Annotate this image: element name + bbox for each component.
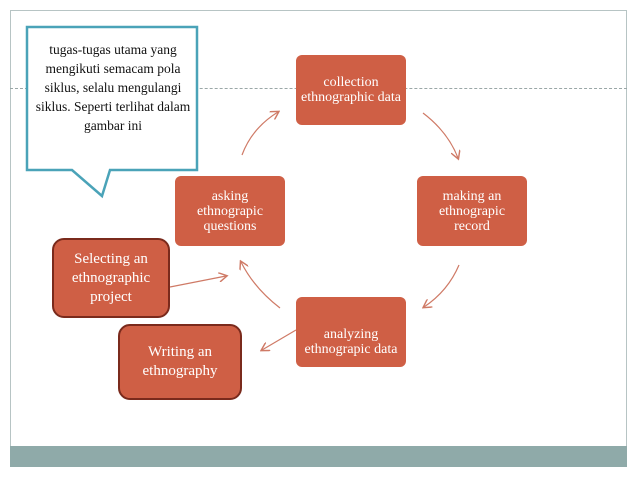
- arrow-analyzing-to-asking: [241, 262, 281, 309]
- callout-text: tugas-tugas utama yang mengikuti semacam…: [35, 42, 191, 133]
- arrow-record-to-analyzing: [424, 264, 460, 307]
- node-selecting-ethnographic-project: Selecting an ethnographic project: [52, 238, 170, 318]
- arrow-analyzing-to-writing: [262, 329, 297, 350]
- node-collection-ethnographic-data: collection ethnographic data: [296, 55, 406, 125]
- arrow-collection-to-record: [422, 112, 458, 158]
- node-asking-ethnograpic-questions: asking ethnograpic questions: [175, 176, 285, 246]
- footer-bar: [10, 446, 627, 467]
- arrow-asking-to-collection: [241, 112, 278, 156]
- node-writing-ethnography: Writing an ethnography: [118, 324, 242, 400]
- node-making-ethnograpic-record: making an ethnograpic record: [417, 176, 527, 246]
- node-analyzing-ethnograpic-data: analyzing ethnograpic data: [296, 297, 406, 367]
- arrow-selecting-to-asking: [169, 276, 226, 288]
